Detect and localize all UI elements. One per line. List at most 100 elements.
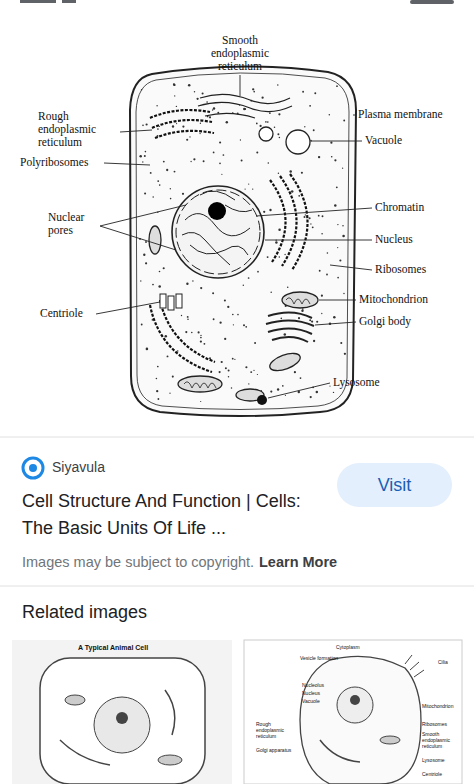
ribosome-dots-part bbox=[219, 371, 221, 373]
ribosome-dots-part bbox=[234, 359, 235, 360]
status-bar-part bbox=[410, 0, 454, 4]
ribosome-dots-part bbox=[269, 209, 271, 211]
mitochondria-part bbox=[286, 298, 310, 304]
ribosome-dots-part bbox=[196, 98, 198, 100]
status-bar-part bbox=[62, 0, 76, 3]
ribosome-dots-part bbox=[232, 314, 234, 316]
golgi-body bbox=[266, 312, 314, 342]
part-label: Lysosome bbox=[333, 376, 380, 389]
ribosome-dots-part bbox=[301, 172, 303, 174]
ribosome-dots-part bbox=[199, 133, 200, 134]
ribosome-dots-part bbox=[343, 120, 345, 122]
ribosome-dots-part bbox=[163, 267, 165, 269]
ribosome-dots-part bbox=[200, 123, 201, 124]
thumbnail-label: Cytoplasm bbox=[336, 645, 360, 651]
copyright-note: Images may be subject to copyright. bbox=[22, 554, 254, 571]
ribosome-dots-part bbox=[342, 168, 343, 169]
status-bar-part bbox=[20, 0, 56, 3]
ribosome-dots-part bbox=[181, 315, 182, 316]
thumbnail-left-part bbox=[12, 640, 232, 784]
rough-er bbox=[150, 110, 308, 372]
ribosome-dots-part bbox=[146, 348, 149, 351]
ribosome-dots-part bbox=[309, 217, 311, 219]
ribosome-dots-part bbox=[193, 158, 195, 160]
ribosome-dots-part bbox=[213, 318, 215, 320]
ribosome-dots-part bbox=[331, 156, 333, 158]
ribosome-dots-part bbox=[278, 113, 280, 115]
ribosome-dots-part bbox=[253, 91, 255, 93]
leader-lines-part bbox=[311, 141, 362, 142]
rough-er-part bbox=[270, 180, 286, 262]
cell-membrane-part bbox=[136, 73, 349, 410]
ribosome-dots-part bbox=[173, 83, 175, 85]
ribosome-dots-part bbox=[282, 385, 284, 387]
ribosome-dots-part bbox=[257, 374, 258, 375]
ribosome-dots-part bbox=[316, 321, 318, 323]
ribosome-dots-part bbox=[158, 285, 161, 288]
ribosome-dots-part bbox=[291, 190, 294, 193]
ribosome-dots-part bbox=[245, 366, 247, 368]
ribosome-dots-part bbox=[142, 161, 143, 162]
leader-lines-part bbox=[256, 208, 372, 216]
thumbnail-title: A Typical Animal Cell bbox=[78, 644, 148, 652]
ribosome-dots-part bbox=[225, 367, 227, 369]
ribosome-dots-part bbox=[284, 333, 286, 335]
thumbnail-left bbox=[12, 640, 232, 784]
ribosome-dots-part bbox=[287, 287, 289, 289]
ribosome-dots-part bbox=[339, 259, 341, 261]
rough-er-part bbox=[155, 131, 214, 138]
cell-membrane-part bbox=[130, 66, 356, 416]
ribosome-dots-part bbox=[311, 321, 313, 323]
rough-er-part bbox=[150, 110, 210, 118]
dividers-part bbox=[0, 586, 474, 587]
ribosome-dots-part bbox=[274, 127, 276, 129]
centriole bbox=[160, 294, 182, 310]
leader-lines-part bbox=[96, 302, 160, 314]
ribosome-dots-part bbox=[219, 163, 221, 165]
ribosome-dots-part bbox=[163, 161, 165, 163]
ribosome-dots-part bbox=[270, 291, 271, 292]
ribosome-dots-part bbox=[302, 91, 304, 93]
ribosome-dots-part bbox=[213, 107, 215, 109]
thumbnail-right-part bbox=[380, 736, 400, 744]
ribosome-dots-part bbox=[261, 97, 263, 99]
golgi-body-part bbox=[272, 337, 308, 342]
leader-lines-part bbox=[120, 130, 152, 132]
ribosome-dots-part bbox=[269, 112, 271, 114]
ribosome-dots-part bbox=[279, 256, 281, 258]
ribosome-dots-part bbox=[248, 183, 249, 184]
nucleus bbox=[172, 186, 264, 278]
ribosome-dots-part bbox=[165, 335, 167, 337]
thumbnail-left-part bbox=[116, 712, 128, 724]
ribosome-dots-part bbox=[209, 357, 211, 359]
ribosome-dots bbox=[139, 83, 346, 402]
ribosome-dots-part bbox=[329, 114, 331, 116]
ribosome-dots-part bbox=[321, 313, 322, 314]
ribosome-dots-part bbox=[327, 252, 329, 254]
ribosome-dots-part bbox=[187, 318, 189, 320]
ribosome-dots-part bbox=[281, 318, 283, 320]
leader-lines-part bbox=[240, 75, 241, 96]
ribosome-dots-part bbox=[305, 214, 306, 215]
ribosome-dots-part bbox=[166, 169, 168, 171]
rough-er-part bbox=[150, 305, 212, 372]
thumbnail-right-part bbox=[405, 655, 424, 677]
smooth-er bbox=[198, 94, 292, 118]
ribosome-dots-part bbox=[334, 159, 336, 161]
ribosome-dots-part bbox=[232, 358, 234, 360]
ribosome-dots-part bbox=[224, 338, 226, 340]
ribosome-dots-part bbox=[140, 280, 141, 281]
ribosome-dots-part bbox=[298, 195, 300, 197]
thumbnail-left-part bbox=[158, 755, 182, 765]
ribosome-dots-part bbox=[279, 137, 280, 138]
ribosome-dots-part bbox=[194, 91, 195, 92]
thumbnail-right-part bbox=[320, 740, 360, 762]
ribosome-dots-part bbox=[186, 139, 188, 141]
thumbnail-right-part bbox=[244, 640, 462, 784]
thumbnail-label: Nucleus bbox=[302, 691, 320, 697]
vacuole-part bbox=[259, 127, 273, 141]
thumbnail-label: Golgi apparatus bbox=[256, 748, 291, 754]
ribosome-dots-part bbox=[172, 125, 174, 127]
part-label: Mitochondrion bbox=[359, 293, 428, 306]
ribosome-dots-part bbox=[198, 331, 200, 333]
